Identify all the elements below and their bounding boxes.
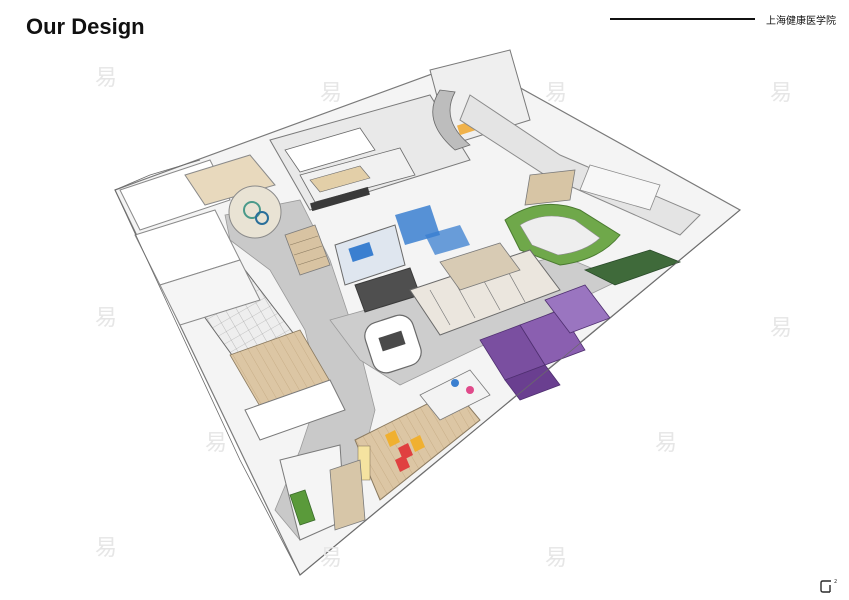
room-top-left-2 xyxy=(184,154,276,206)
header-rule xyxy=(610,18,755,20)
planter-strip xyxy=(583,249,682,286)
brand-logo-icon: 2 xyxy=(820,579,837,593)
page-title: Our Design xyxy=(26,14,145,39)
svg-text:2: 2 xyxy=(834,579,837,585)
reception-area xyxy=(419,369,491,421)
page-subtitle: 上海健康医学院 xyxy=(766,16,836,27)
staircase xyxy=(284,224,331,276)
round-lounge xyxy=(228,185,282,239)
